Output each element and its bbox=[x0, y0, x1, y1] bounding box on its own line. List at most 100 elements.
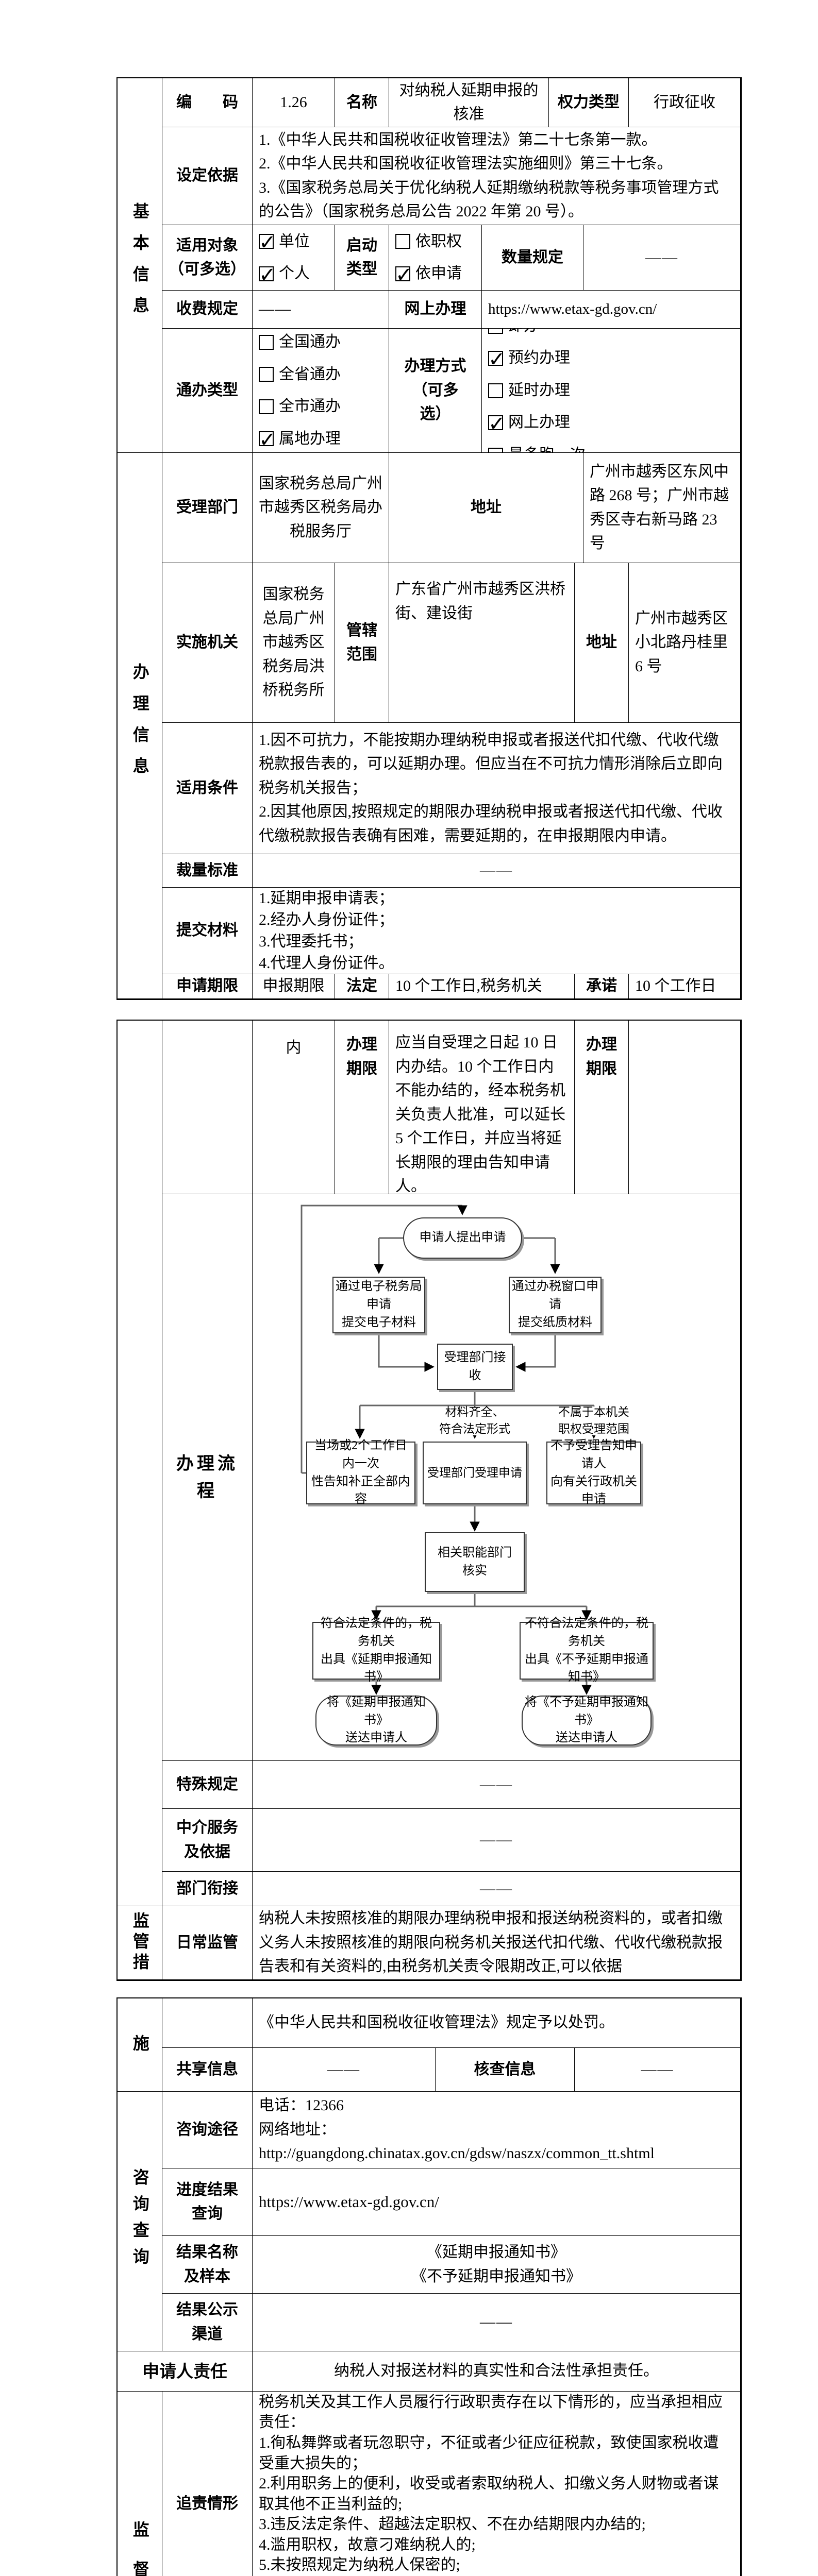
flow-deny-deliver-node: 将《不予延期申报通知书》 送达申请人 bbox=[522, 1695, 652, 1745]
daily-supervision-label: 日常监管 bbox=[162, 1906, 253, 1980]
condition-text: 1.因不可抗力，不能按期办理纳税申报或者报送代扣代缴、代收代缴税款报告表的，可以… bbox=[253, 723, 741, 854]
basis-label: 设定依据 bbox=[162, 127, 253, 225]
checkbox-icon bbox=[259, 367, 274, 382]
flow-accept-node: 受理部门受理申请 bbox=[423, 1441, 527, 1504]
impl-org-value: 国家税务总局广州市越秀区税务局洪桥税务所 bbox=[253, 563, 335, 723]
name-label: 名称 bbox=[335, 78, 389, 127]
accept-dept-org: 国家税务总局广州市越秀区税务局办税服务厅 bbox=[253, 453, 389, 563]
scope-label: 管辖范围 bbox=[335, 563, 389, 723]
check-info-label: 核查信息 bbox=[436, 2048, 575, 2092]
impl-org-label: 实施机关 bbox=[162, 563, 253, 723]
option-instant: 即办 bbox=[488, 329, 539, 338]
accept-addr-label: 地址 bbox=[389, 453, 583, 563]
flow-approve-doc-node: 符合法定条件的，税务机关 出具《延期申报通知书》 bbox=[312, 1617, 440, 1684]
flow-verify-node: 相关职能部门 核实 bbox=[425, 1532, 525, 1592]
scope-value: 广东省广州市越秀区洪桥街、建设街 bbox=[389, 563, 575, 723]
table-page-1: 基本信息 办理信息 编 码 1.26 名称 对纳税人延期申报的核准 权力类型 行… bbox=[116, 77, 742, 1000]
special-rule-value: —— bbox=[253, 1761, 741, 1809]
flow-window-node: 通过办税窗口申请 提交纸质材料 bbox=[509, 1276, 602, 1333]
option-online: 网上办理 bbox=[488, 408, 570, 440]
consult-channel-text[interactable]: 电话：12366 网络地址： http://guangdong.chinatax… bbox=[253, 2092, 741, 2168]
online-url-link[interactable]: https://www.etax-gd.gov.cn/ bbox=[482, 291, 741, 329]
table-page-2: 监管措 内 办理 期限 应当自受理之日起 10 日内办结。10 个工作日内不能办… bbox=[116, 1020, 742, 1981]
name-value: 对纳税人延期申报的核准 bbox=[389, 78, 549, 127]
checkbox-icon bbox=[259, 399, 274, 414]
agency-service-value: —— bbox=[253, 1809, 741, 1872]
checkbox-icon bbox=[259, 227, 276, 259]
checkbox-icon bbox=[488, 329, 503, 334]
applicant-duty-label: 申请人责任 bbox=[118, 2351, 253, 2392]
publicity-channel-value: —— bbox=[253, 2294, 741, 2351]
liaison-value: —— bbox=[253, 1872, 741, 1906]
promise-period-label-cont: 办理 期限 bbox=[575, 1021, 629, 1194]
option-one-visit: 最多跑一次 bbox=[488, 443, 586, 452]
daily-supervision-label-cont bbox=[162, 1998, 253, 2048]
flowchart: 申请人提出申请 通过电子税务局申请 提交电子材料 通过办税窗口申请 提交纸质材料… bbox=[253, 1194, 740, 1760]
option-nationwide: 全国通办 bbox=[259, 330, 341, 354]
option-person: 个人 bbox=[259, 259, 310, 290]
flow-reject-node: 不予受理告知申请人 向有关行政机关申请 bbox=[546, 1439, 641, 1506]
flow-label: 办理流程 bbox=[162, 1194, 253, 1761]
progress-query-link[interactable]: https://www.etax-gd.gov.cn/ bbox=[253, 2168, 741, 2236]
impl-addr-label: 地址 bbox=[575, 563, 629, 723]
option-provincewide: 全省通办 bbox=[259, 363, 341, 387]
legal-period-value: 10 个工作日,税务机关 bbox=[389, 974, 575, 999]
apply-period-label: 申请期限 bbox=[162, 974, 253, 999]
accept-dept-label: 受理部门 bbox=[162, 453, 253, 563]
legal-period-label: 法定 bbox=[335, 974, 389, 999]
option-unit: 单位 bbox=[259, 227, 310, 259]
agency-service-label: 中介服务 及依据 bbox=[162, 1809, 253, 1872]
consult-channel-label: 咨询途径 bbox=[162, 2092, 253, 2168]
option-local: 属地办理 bbox=[259, 424, 341, 452]
result-name-value: 《延期申报通知书》 《不予延期申报通知书》 bbox=[253, 2236, 741, 2294]
apply-period-value: 申报期限 bbox=[253, 974, 335, 999]
applicant-duty-text: 纳税人对报送材料的真实性和合法性承担责任。 bbox=[253, 2351, 741, 2392]
section-handling-info: 办理信息 bbox=[118, 453, 162, 999]
quantity-value: —— bbox=[583, 225, 741, 291]
tongban-options: 全国通办 全省通办 全市通办 属地办理 bbox=[253, 329, 389, 453]
code-label: 编 码 bbox=[162, 78, 253, 127]
check-info-value: —— bbox=[575, 2048, 741, 2092]
fee-value: —— bbox=[253, 291, 389, 329]
section-duty: 监督责任 bbox=[118, 2392, 162, 2576]
flow-deny-doc-node: 不符合法定条件的，税务机关 出具《不予延期申报通知书》 bbox=[520, 1617, 654, 1684]
flow-label-materials-complete: 材料齐全、 符合法定形式 bbox=[431, 1405, 519, 1435]
condition-label: 适用条件 bbox=[162, 723, 253, 854]
liability-cases-label: 追责情形 bbox=[162, 2392, 253, 2576]
power-type-label: 权力类型 bbox=[549, 78, 629, 127]
option-appointment: 预约办理 bbox=[488, 344, 570, 376]
accept-addr-value: 广州市越秀区东风中路 268 号；广州市越秀区寺右新马路 23 号 bbox=[583, 453, 741, 563]
materials-text: 1.延期申报申请表； 2.经办人身份证件； 3.代理委托书； 4.代理人身份证件… bbox=[253, 888, 741, 974]
checkbox-icon bbox=[488, 408, 506, 440]
discretion-label: 裁量标准 bbox=[162, 854, 253, 888]
daily-supervision-text: 纳税人未按照核准的期限办理纳税申报和报送纳税资料的，或者扣缴义务人未按照核准的期… bbox=[253, 1906, 741, 1980]
legal-period-label-cont: 办理 期限 bbox=[335, 1021, 389, 1194]
option-extended-hours: 延时办理 bbox=[488, 379, 570, 403]
online-label: 网上办理 bbox=[389, 291, 482, 329]
section-consult-query: 咨询查询 bbox=[118, 2092, 162, 2351]
section-spacer bbox=[118, 1021, 162, 1906]
section-basic-info: 基本信息 bbox=[118, 78, 162, 453]
flow-start-node: 申请人提出申请 bbox=[403, 1217, 522, 1259]
option-citywide: 全市通办 bbox=[259, 395, 341, 419]
progress-query-label: 进度结果 查询 bbox=[162, 2168, 253, 2236]
checkbox-icon bbox=[259, 259, 276, 290]
result-name-label: 结果名称 及样本 bbox=[162, 2236, 253, 2294]
apply-period-value-cont: 内 bbox=[253, 1021, 335, 1194]
option-by-authority: 依职权 bbox=[395, 230, 462, 254]
flow-approve-deliver-node: 将《延期申报通知书》 送达申请人 bbox=[315, 1695, 437, 1745]
quantity-label: 数量规定 bbox=[482, 225, 583, 291]
materials-label: 提交材料 bbox=[162, 888, 253, 974]
liaison-label: 部门衔接 bbox=[162, 1872, 253, 1906]
promise-period-value: 10 个工作日 bbox=[629, 974, 741, 999]
special-rule-label: 特殊规定 bbox=[162, 1761, 253, 1809]
apply-period-label-cont bbox=[162, 1021, 253, 1194]
section-supervision-measures-p1: 监管措 bbox=[118, 1906, 162, 1980]
target-label: 适用对象 （可多选） bbox=[162, 225, 253, 291]
start-type-label: 启动 类型 bbox=[335, 225, 389, 291]
discretion-value: —— bbox=[253, 854, 741, 888]
power-type-value: 行政征收 bbox=[629, 78, 741, 127]
flow-label-not-jurisdiction: 不属于本机关 职权受理范围 bbox=[550, 1405, 638, 1435]
table-page-3: 施 咨询查询 监督责任 法律救济 《中华人民共和国税收征收管理法》规定予以处罚。… bbox=[116, 1997, 742, 2576]
